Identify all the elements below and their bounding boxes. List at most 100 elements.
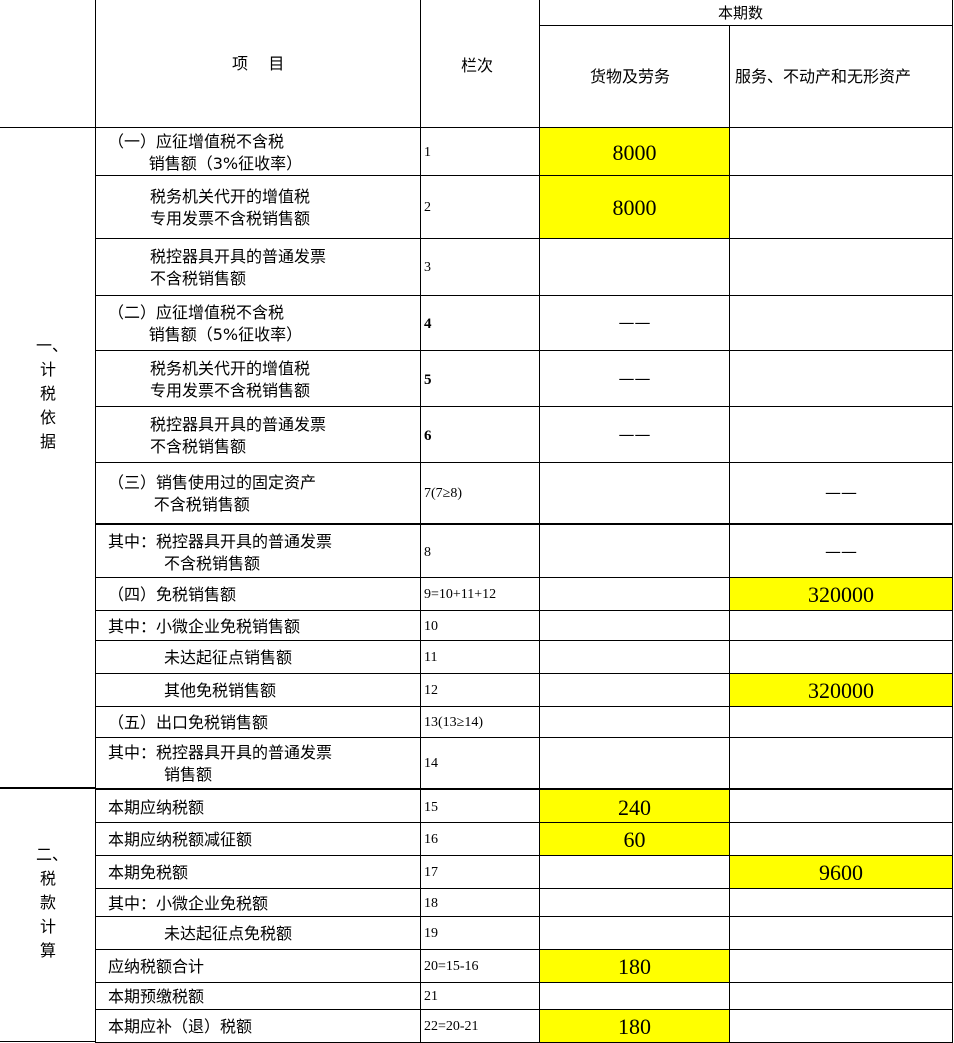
row-column-no: 22=20-21 [424, 1019, 479, 1034]
row-item-cell: 未达起征点销售额 [95, 640, 421, 674]
row-column-no-cell: 14 [420, 737, 540, 789]
section-tax-basis-label: 一、计税依据 [36, 336, 69, 451]
row-column-no: 1 [424, 145, 431, 160]
row-services-value-cell [729, 175, 953, 239]
row-item-label: 其他免税销售额 [108, 681, 276, 700]
row-goods-value: 60 [623, 827, 646, 852]
row-services-value: —— [825, 542, 857, 561]
row-goods-value-cell: —— [539, 295, 730, 351]
header-goods-services: 货物及劳务 [539, 25, 730, 128]
row-services-value: 320000 [808, 582, 874, 607]
row-goods-value: 180 [618, 954, 651, 979]
row-item-cell: 其他免税销售额 [95, 673, 421, 707]
row-item-cell: 其中：小微企业免税额 [95, 888, 421, 917]
row-services-value-cell [729, 350, 953, 407]
row-services-value-cell [729, 640, 953, 674]
header-services-realestate: 服务、不动产和无形资产 [729, 25, 953, 128]
row-goods-value: 180 [618, 1014, 651, 1039]
row-column-no-cell: 18 [420, 888, 540, 917]
row-goods-value-cell: —— [539, 350, 730, 407]
row-column-no: 9=10+11+12 [424, 587, 497, 602]
row-services-value: 9600 [819, 860, 863, 885]
header-project-label: 项 目 [232, 54, 285, 73]
row-column-no: 21 [424, 989, 438, 1004]
row-item-label: （三）销售使用过的固定资产 不含税销售额 [108, 473, 317, 514]
row-column-no-cell: 4 [420, 295, 540, 351]
row-column-no-cell: 19 [420, 916, 540, 950]
row-item-label: 其中：税控器具开具的普通发票 不含税销售额 [108, 532, 333, 573]
section-header-blank [0, 0, 96, 128]
row-item-label: 其中：小微企业免税销售额 [108, 617, 301, 636]
header-current-period-label: 本期数 [718, 4, 764, 22]
row-services-value-cell [729, 737, 953, 789]
row-services-value-cell [729, 295, 953, 351]
row-services-value-cell [729, 916, 953, 950]
row-goods-value: 240 [618, 795, 651, 820]
row-item-cell: 本期应补（退）税额 [95, 1009, 421, 1043]
row-item-label: 税控器具开具的普通发票 不含税销售额 [150, 415, 327, 456]
row-services-value-cell [729, 706, 953, 738]
row-column-no: 10 [424, 619, 438, 634]
row-column-no-cell: 2 [420, 175, 540, 239]
row-column-no: 13(13≥14) [424, 715, 484, 730]
row-services-value-cell: 9600 [729, 855, 953, 889]
row-goods-value-cell [539, 238, 730, 296]
row-services-value-cell [729, 888, 953, 917]
row-column-no: 16 [424, 832, 438, 847]
header-services-realestate-label: 服务、不动产和无形资产 [735, 67, 912, 86]
row-goods-value: —— [618, 313, 651, 332]
row-services-value-cell [729, 1009, 953, 1043]
row-column-no: 11 [424, 650, 438, 665]
row-goods-value-cell [539, 577, 730, 611]
row-item-cell: 应纳税额合计 [95, 949, 421, 983]
row-column-no: 4 [424, 316, 432, 332]
row-goods-value: —— [618, 425, 651, 444]
row-goods-value-cell: 180 [539, 1009, 730, 1043]
row-column-no: 14 [424, 756, 438, 771]
row-item-cell: 本期应纳税额 [95, 788, 421, 823]
row-item-label: 应纳税额合计 [108, 957, 205, 976]
row-services-value-cell: 320000 [729, 577, 953, 611]
section-tax-calc-label: 二、税款计算 [36, 845, 69, 960]
row-goods-value: 8000 [612, 195, 657, 220]
row-column-no-cell: 3 [420, 238, 540, 296]
row-item-label: 税务机关代开的增值税 专用发票不含税销售额 [150, 187, 311, 228]
row-goods-value-cell: 8000 [539, 127, 730, 176]
row-services-value-cell [729, 788, 953, 823]
row-goods-value-cell: 240 [539, 788, 730, 823]
row-column-no: 8 [424, 545, 431, 560]
section-tax-basis: 一、计税依据 [0, 127, 96, 788]
row-column-no: 6 [424, 428, 432, 444]
row-item-label: 本期预缴税额 [108, 987, 205, 1006]
row-goods-value-cell: 180 [539, 949, 730, 983]
row-item-cell: 税务机关代开的增值税 专用发票不含税销售额 [95, 350, 421, 407]
row-column-no-cell: 8 [420, 523, 540, 578]
row-item-cell: （四）免税销售额 [95, 577, 421, 611]
row-column-no: 3 [424, 260, 431, 275]
row-item-label: 本期免税额 [108, 863, 189, 882]
header-column-no-label: 栏次 [461, 56, 494, 75]
row-item-cell: 未达起征点免税额 [95, 916, 421, 950]
row-item-label: （五）出口免税销售额 [108, 713, 269, 732]
row-services-value-cell [729, 982, 953, 1010]
row-item-cell: （二）应征增值税不含税 销售额（5%征收率） [95, 295, 421, 351]
row-item-cell: （一）应征增值税不含税 销售额（3%征收率） [95, 127, 421, 176]
row-column-no-cell: 22=20-21 [420, 1009, 540, 1043]
row-goods-value-cell: 60 [539, 822, 730, 856]
row-column-no: 5 [424, 372, 432, 388]
row-goods-value-cell [539, 462, 730, 524]
row-item-cell: 其中：小微企业免税销售额 [95, 610, 421, 641]
row-goods-value-cell: 8000 [539, 175, 730, 239]
row-column-no-cell: 15 [420, 788, 540, 823]
row-column-no: 19 [424, 926, 438, 941]
row-goods-value-cell [539, 706, 730, 738]
row-item-cell: 其中：税控器具开具的普通发票 销售额 [95, 737, 421, 789]
row-column-no-cell: 5 [420, 350, 540, 407]
row-column-no: 7(7≥8) [424, 486, 463, 501]
row-item-cell: （三）销售使用过的固定资产 不含税销售额 [95, 462, 421, 524]
row-item-label: 未达起征点免税额 [108, 924, 292, 943]
row-column-no-cell: 13(13≥14) [420, 706, 540, 738]
row-item-label: （二）应征增值税不含税 销售额（5%征收率） [108, 303, 303, 344]
row-item-cell: （五）出口免税销售额 [95, 706, 421, 738]
